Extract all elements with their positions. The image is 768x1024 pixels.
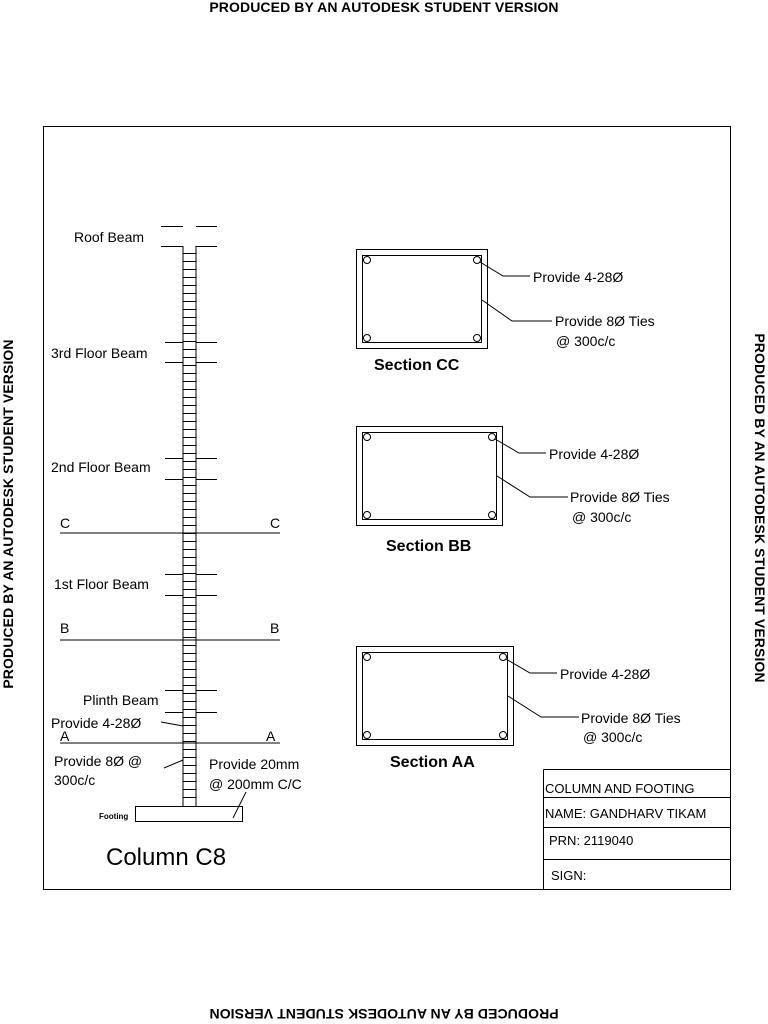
section-bb-bars-note: Provide 4-28Ø — [549, 446, 639, 462]
section-aa-bar — [363, 731, 371, 739]
section-aa-bar — [499, 653, 507, 661]
beam-stubs — [161, 226, 217, 713]
column-ties — [183, 253, 196, 798]
section-cc-ties-line2: @ 300c/c — [556, 333, 615, 349]
footing-label: Footing — [99, 812, 128, 821]
section-bb-tie — [362, 432, 497, 520]
section-cc-bar-leader — [479, 261, 530, 277]
section-bb-ties-line1: Provide 8Ø Ties — [570, 489, 670, 505]
third-floor-beam-label: 3rd Floor Beam — [51, 345, 147, 361]
section-aa-title: Section AA — [390, 754, 475, 771]
cut-label-c-right: C — [270, 515, 280, 531]
section-cc-bar — [363, 334, 371, 342]
title-block-sign: SIGN: — [551, 868, 586, 883]
drawing-title: Column C8 — [106, 844, 226, 871]
title-block: COLUMN AND FOOTING NAME: GANDHARV TIKAM … — [543, 769, 731, 890]
section-cc-ties-line1: Provide 8Ø Ties — [555, 313, 655, 329]
section-aa-bar-leader — [505, 658, 557, 674]
section-bb-bar-leader — [494, 438, 546, 454]
cut-label-a-left: A — [60, 728, 70, 744]
ties-note-line2: 300c/c — [54, 772, 95, 788]
cut-label-c-left: C — [60, 515, 70, 531]
section-bb-outline — [356, 426, 503, 526]
section-bb: Provide 4-28Ø Provide 8Ø Ties @ 300c/c S… — [356, 426, 670, 555]
section-aa-ties-line1: Provide 8Ø Ties — [581, 710, 681, 726]
roof-beam-label: Roof Beam — [74, 229, 144, 245]
section-cc-tie-leader — [481, 299, 552, 322]
plinth-beam-label: Plinth Beam — [83, 692, 158, 708]
ties-leader — [163, 759, 184, 769]
section-cc-outline — [356, 249, 488, 349]
main-bars-leader — [160, 721, 184, 727]
section-cc-bar — [363, 256, 371, 264]
cover-leader — [232, 791, 247, 819]
title-block-prn: PRN: 2119040 — [549, 833, 633, 848]
second-floor-beam-label: 2nd Floor Beam — [51, 459, 151, 475]
section-aa-bars-note: Provide 4-28Ø — [560, 666, 650, 682]
section-aa-tie — [362, 652, 508, 740]
section-bb-title: Section BB — [386, 538, 471, 555]
section-aa-ties-line2: @ 300c/c — [583, 729, 642, 745]
cover-note-line1: Provide 20mm — [209, 756, 299, 772]
section-bb-bar — [488, 433, 496, 441]
section-bb-bar — [488, 511, 496, 519]
column-elevation — [60, 226, 280, 822]
first-floor-beam-label: 1st Floor Beam — [54, 576, 149, 592]
cut-label-b-left: B — [60, 620, 69, 636]
section-cc-bars-note: Provide 4-28Ø — [533, 269, 623, 285]
section-cc-bar — [473, 334, 481, 342]
section-aa-bar — [363, 653, 371, 661]
section-aa-tie-leader — [507, 695, 579, 718]
section-aa-outline — [356, 646, 514, 746]
section-bb-ties-line2: @ 300c/c — [572, 509, 631, 525]
section-cc-title: Section CC — [374, 357, 460, 374]
section-aa: Provide 4-28Ø Provide 8Ø Ties @ 300c/c S… — [356, 646, 681, 771]
footing — [135, 806, 243, 822]
cut-label-b-right: B — [270, 620, 279, 636]
section-bb-bar — [363, 433, 371, 441]
drawing-frame — [43, 126, 731, 890]
section-cc-tie — [362, 255, 482, 343]
ties-note-line1: Provide 8Ø @ — [54, 753, 142, 769]
title-block-drawing-title: COLUMN AND FOOTING — [545, 781, 695, 796]
title-block-name: NAME: GANDHARV TIKAM — [545, 806, 706, 821]
watermark-top: PRODUCED BY AN AUTODESK STUDENT VERSION — [209, 0, 559, 15]
cut-label-a-right: A — [266, 728, 276, 744]
section-bb-bar — [363, 511, 371, 519]
section-bb-tie-leader — [496, 475, 568, 498]
section-cc: Provide 4-28Ø Provide 8Ø Ties @ 300c/c S… — [356, 249, 655, 374]
cover-note-line2: @ 200mm C/C — [209, 776, 302, 792]
section-aa-bar — [499, 731, 507, 739]
main-bars-note: Provide 4-28Ø — [51, 715, 141, 731]
section-cc-bar — [473, 256, 481, 264]
